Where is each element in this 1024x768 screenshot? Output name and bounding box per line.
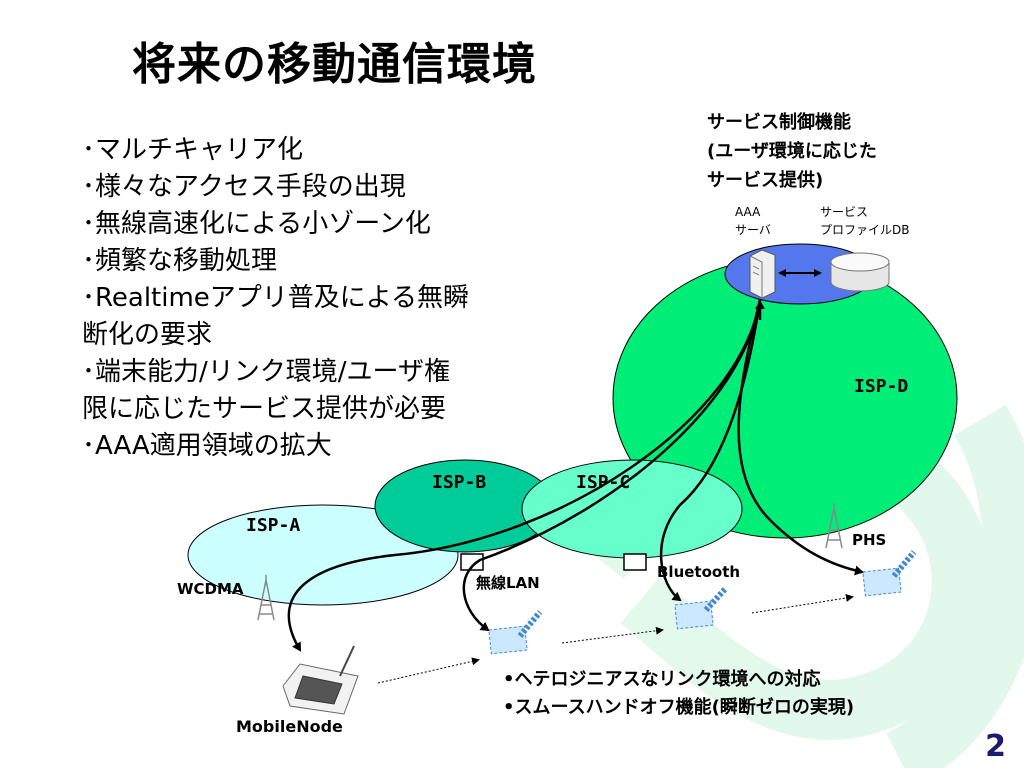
ghost-terminal-wlan-icon	[488, 610, 543, 655]
connection-paths	[287, 299, 864, 652]
slide-title: 将来の移動通信環境	[132, 39, 537, 90]
bullet-item: ･Realtimeアプリ普及による無瞬	[82, 283, 470, 313]
bullet-item: 断化の要求	[82, 320, 213, 350]
profile-label-line-1: サービス	[820, 205, 869, 219]
bullet-list: ･マルチキャリア化 ･様々なアクセス手段の出現 ･無線高速化による小ゾーン化 ･…	[82, 132, 582, 465]
bluetooth-access-point-icon	[623, 553, 647, 571]
phs-label: PHS	[852, 531, 887, 549]
bullet-item: ･無線高速化による小ゾーン化	[82, 209, 431, 239]
isp-c-cloud	[521, 459, 743, 559]
bullet-item: ･端末能力/リンク環境/ユーザ権	[82, 357, 450, 387]
ghost-terminal-bluetooth-icon	[674, 585, 729, 630]
movement-arrows	[377, 593, 854, 684]
isp-a-label: ISP-A	[246, 515, 301, 536]
wcdma-label: WCDMA	[177, 580, 244, 598]
ghost-terminal-phs-icon	[862, 550, 917, 597]
page-number: 2	[985, 729, 1006, 764]
aaa-label-line-2: サーバ	[735, 223, 771, 237]
bullet-item: ･頻繁な移動処理	[82, 246, 278, 276]
wlan-access-point-icon	[460, 553, 484, 571]
bullet-item: ･様々なアクセス手段の出現	[82, 172, 406, 202]
footer-bullets: •ヘテロジニアスなリンク環境への対応 •スムースハンドオフ機能(瞬断ゼロの実現)	[503, 666, 854, 722]
phs-antenna-icon	[825, 503, 843, 549]
mobile-node-label: MobileNode	[236, 717, 343, 736]
mobile-node-pda-icon	[282, 645, 359, 715]
service-line-3: サービス提供)	[707, 170, 824, 191]
wlan-label: 無線LAN	[476, 574, 540, 592]
service-line-2: (ユーザ環境に応じた	[707, 141, 877, 162]
isp-d-label: ISP-D	[854, 376, 909, 397]
isp-c-label: ISP-C	[576, 472, 631, 493]
service-line-1: サービス制御機能	[707, 112, 851, 133]
footer-bullet-item: •ヘテロジニアスなリンク環境への対応	[503, 669, 821, 690]
bullet-item: ･AAA適用領域の拡大	[82, 431, 332, 461]
profile-label-line-2: プロファイルDB	[820, 223, 910, 237]
bullet-item: 限に応じたサービス提供が必要	[82, 394, 447, 424]
wcdma-antenna-icon	[257, 575, 275, 621]
profile-db-label: サービス プロファイルDB	[820, 203, 909, 239]
service-control-label: サービス制御機能 (ユーザ環境に応じた サービス提供)	[707, 108, 877, 195]
aaa-server-icon	[749, 249, 776, 299]
profile-db-icon	[830, 252, 890, 292]
bluetooth-label: Bluetooth	[657, 563, 741, 581]
aaa-label-line-1: AAA	[735, 205, 761, 219]
footer-bullet-item: •スムースハンドオフ機能(瞬断ゼロの実現)	[503, 697, 855, 718]
aaa-server-label: AAA サーバ	[735, 203, 771, 239]
isp-b-label: ISP-B	[432, 472, 487, 493]
bullet-item: ･マルチキャリア化	[82, 135, 304, 165]
